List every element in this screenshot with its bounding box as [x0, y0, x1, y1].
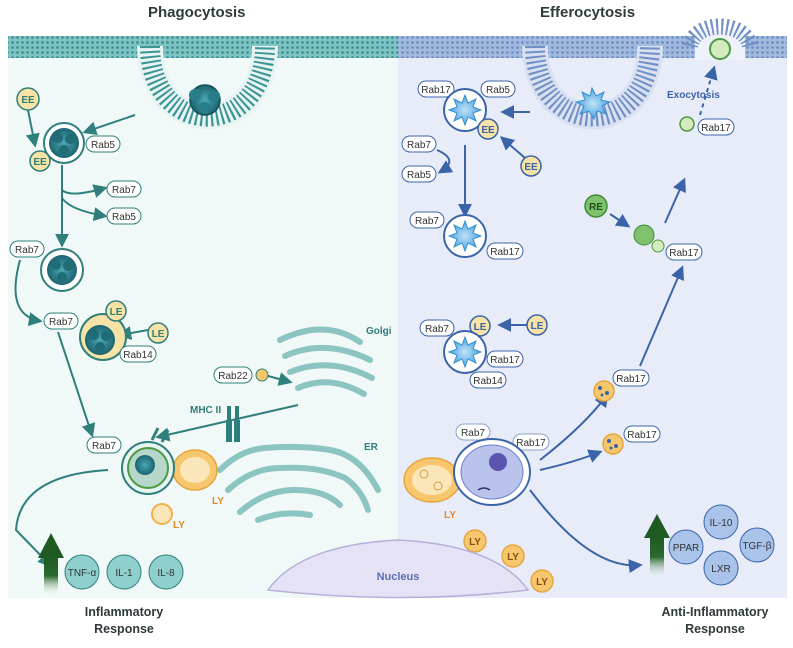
rab5-tag: Rab5: [407, 170, 431, 181]
svg-text:EE: EE: [481, 125, 495, 136]
svg-text:LE: LE: [152, 329, 165, 340]
degradation-vesicle: [593, 380, 615, 402]
late-endosome-phagosome: LE LE: [79, 300, 169, 361]
efferosome-late: [443, 214, 487, 258]
efferolysosome: [403, 438, 531, 506]
svg-text:TNF-α: TNF-α: [68, 568, 97, 579]
early-endosome-badge: [520, 155, 542, 177]
svg-text:LY: LY: [536, 577, 548, 588]
svg-text:EE: EE: [21, 95, 35, 106]
svg-text:RE: RE: [589, 202, 603, 213]
efferosome-maturing: [443, 330, 487, 374]
ly-label: LY: [444, 510, 456, 521]
rab17-tag: Rab17: [490, 247, 520, 258]
ly-label: LY: [212, 496, 224, 507]
bacteria-cluster: [189, 84, 221, 116]
cytokine-lxr: LXR: [703, 550, 739, 586]
svg-text:LY: LY: [469, 537, 481, 548]
inflammatory-line2: Response: [94, 622, 154, 636]
cytokine-il1: IL-1: [106, 554, 142, 590]
rab5-tag: Rab5: [486, 85, 510, 96]
rab17-tag: Rab17: [516, 438, 546, 449]
cytokine-tnf: TNF-α: [64, 554, 100, 590]
rab7-tag: Rab7: [415, 216, 439, 227]
upregulation-arrow-right: [644, 514, 670, 579]
svg-text:PPAR: PPAR: [673, 543, 700, 554]
rab17-tag: Rab17: [490, 355, 520, 366]
lysosome-small: [151, 503, 173, 525]
degradation-vesicle: [602, 433, 624, 455]
early-endosome-badge: EE: [16, 87, 40, 111]
cell-membrane: [8, 18, 787, 130]
ly-label: LY: [173, 520, 185, 531]
efferosome-early: EE: [443, 88, 499, 140]
inflammatory-line1: Inflammatory: [84, 605, 164, 619]
svg-text:LE: LE: [110, 307, 123, 318]
svg-text:Nucleus: Nucleus: [377, 571, 420, 583]
cytokine-ppar: PPAR: [668, 529, 704, 565]
rab17-tag: Rab17: [669, 248, 699, 259]
phagocytosis-heading: Phagocytosis: [148, 4, 246, 21]
rab17-tag: Rab17: [701, 123, 731, 134]
recycling-vesicles: [633, 224, 665, 253]
cytokine-il8: IL-8: [148, 554, 184, 590]
phagosome-early: EE: [29, 122, 85, 172]
anti-inflammatory-line2: Response: [685, 622, 745, 636]
mhc-ii-receptor: [226, 406, 240, 442]
cytokine-il10: IL-10: [703, 504, 739, 540]
upregulation-arrow-left: [38, 533, 64, 596]
svg-text:LXR: LXR: [711, 564, 730, 575]
mhc-ii-label: MHC II: [190, 405, 221, 416]
anti-inflammatory-response-label: Anti-Inflammatory Response: [640, 604, 790, 638]
rab7-tag: Rab7: [407, 140, 431, 151]
svg-text:EE: EE: [524, 162, 538, 173]
golgi-label: Golgi: [366, 326, 392, 337]
rab14-tag: Rab14: [123, 350, 153, 361]
inflammatory-response-label: Inflammatory Response: [62, 604, 186, 638]
golgi-apparatus: [277, 326, 375, 397]
rab5-tag: Rab5: [112, 212, 136, 223]
rab7-tag: Rab7: [112, 185, 136, 196]
recycling-endosome: RE: [584, 194, 608, 218]
anti-inflammatory-line1: Anti-Inflammatory: [661, 605, 769, 619]
rab17-tag: Rab17: [616, 374, 646, 385]
rab14-tag: Rab14: [473, 376, 503, 387]
efferocytosis-heading: Efferocytosis: [540, 4, 636, 21]
nucleus: Nucleus: [266, 539, 530, 599]
svg-text:TGF-β: TGF-β: [742, 541, 771, 552]
lysosome-free: LY: [463, 529, 487, 553]
rab7-tag: Rab7: [92, 441, 116, 452]
exocytosis-vesicle: [709, 38, 731, 60]
rab7-tag: Rab7: [49, 317, 73, 328]
er-label: ER: [364, 442, 379, 453]
phagosome-late: [40, 248, 84, 292]
exocytic-vesicle: [679, 116, 695, 132]
rab7-tag: Rab7: [425, 324, 449, 335]
le-badge: LE: [474, 322, 487, 333]
rab7-tag: Rab7: [461, 428, 485, 439]
rab5-tag: Rab5: [91, 140, 115, 151]
apoptotic-cell-icon: [574, 86, 612, 121]
svg-text:IL-8: IL-8: [157, 568, 175, 579]
rab17-tag: Rab17: [627, 430, 657, 441]
svg-text:LY: LY: [507, 552, 519, 563]
rab22-tag: Rab22: [218, 371, 248, 382]
exocytosis-label: Exocytosis: [667, 90, 720, 101]
rab22-vesicle: [255, 368, 269, 382]
endoplasmic-reticulum: [217, 443, 381, 523]
rab7-tag: Rab7: [15, 245, 39, 256]
lysosome-free: LY: [501, 544, 525, 568]
cytokine-tgfb: TGF-β: [739, 527, 775, 563]
svg-text:IL-1: IL-1: [115, 568, 133, 579]
svg-text:IL-10: IL-10: [710, 518, 733, 529]
lysosome-free: LY: [530, 569, 554, 593]
svg-text:EE: EE: [33, 157, 47, 168]
le-badge: LE: [531, 321, 544, 332]
rab17-tag: Rab17: [421, 85, 451, 96]
phagolysosome: [121, 427, 218, 495]
